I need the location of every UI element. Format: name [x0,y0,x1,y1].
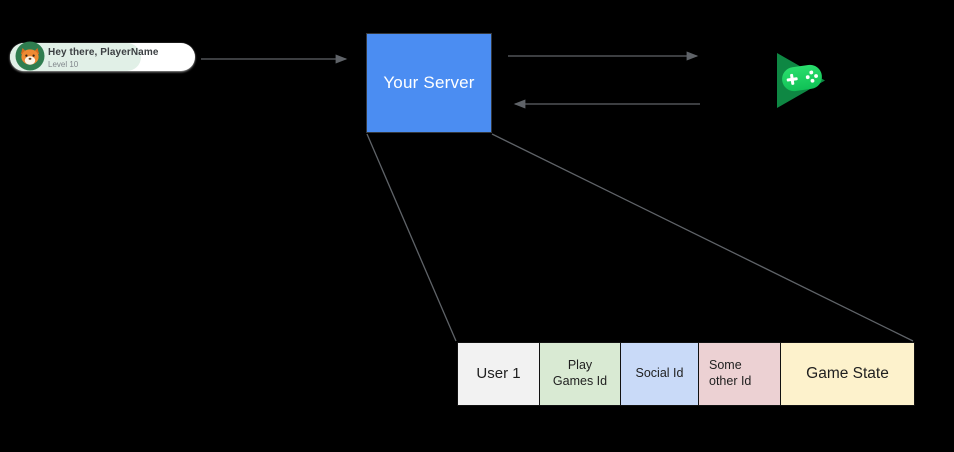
greeting-level: Level 10 [48,59,79,69]
line-server-to-table-left [366,133,457,342]
greeting-title: Hey there, PlayerName [48,47,159,58]
table-cell-some-other-id: Some other Id [699,343,781,405]
player-greeting-card: Hey there, PlayerName Level 10 [10,41,195,71]
gamepad [782,64,822,92]
player-avatar-icon [15,41,45,71]
table-cell-play-games-id: Play Games Id [540,343,621,405]
table-cell-game-state: Game State [781,343,914,405]
server-box-label: Your Server [383,73,475,92]
user-record-table: User 1 Play Games Id Social Id Some othe… [457,342,915,406]
table-cell-user: User 1 [458,343,540,405]
table-cell-social-id: Social Id [621,343,699,405]
google-play-games-icon [777,53,825,108]
line-server-to-table-right [491,133,914,342]
server-box: Your Server [366,33,492,133]
